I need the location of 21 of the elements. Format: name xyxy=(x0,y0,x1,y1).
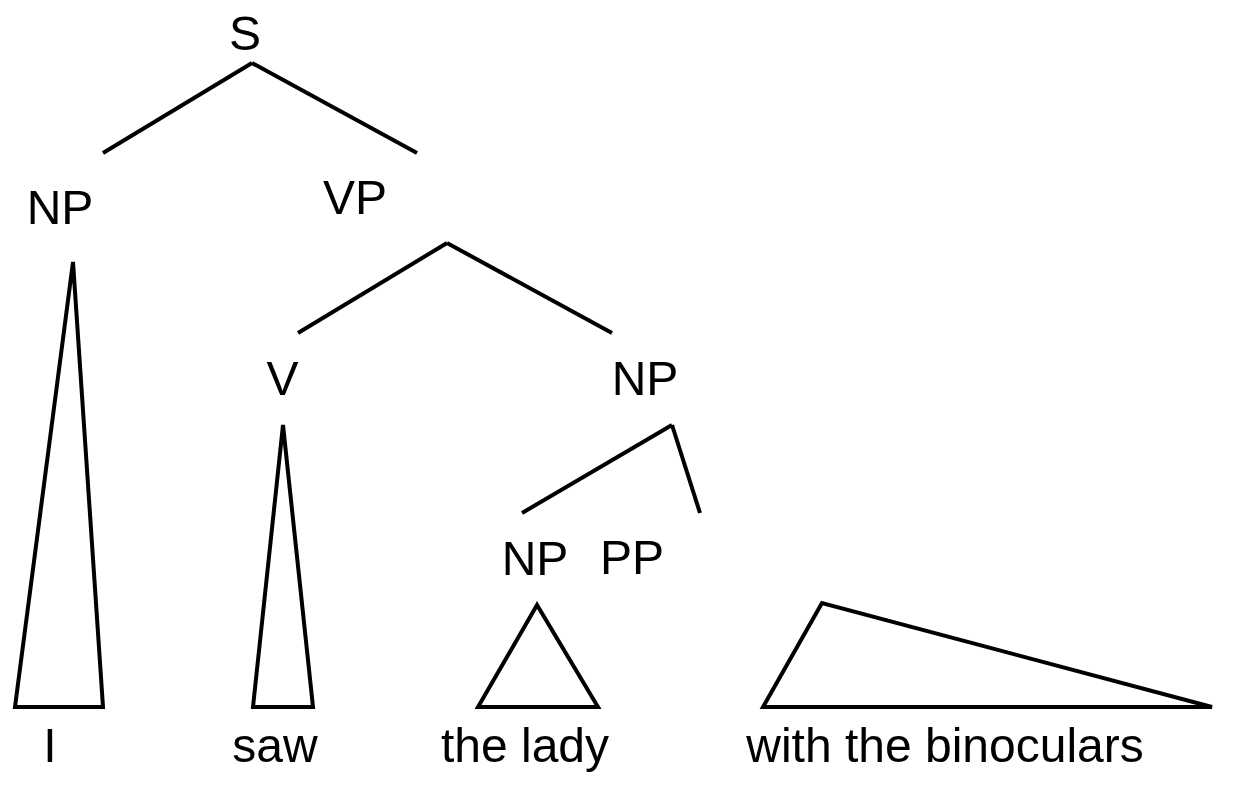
tree-branch xyxy=(251,61,418,155)
triangle-branch xyxy=(12,260,106,709)
tree-branch xyxy=(670,424,702,514)
tree-label: NP xyxy=(26,183,94,232)
tree-label: PP xyxy=(600,534,664,582)
triangle-branch xyxy=(474,601,602,709)
tree-label: NP xyxy=(501,535,569,583)
tree-label: with the binoculars xyxy=(746,722,1144,770)
tree-branch xyxy=(296,241,449,335)
triangle-branch xyxy=(759,600,1214,709)
tree-branch xyxy=(101,61,254,155)
triangle-branch xyxy=(250,423,316,709)
tree-label: I xyxy=(43,722,57,770)
tree-label: NP xyxy=(611,355,679,403)
tree-label: the lady xyxy=(440,722,610,770)
tree-label: S xyxy=(229,10,261,58)
tree-label: V xyxy=(266,355,299,403)
tree-label: saw xyxy=(232,722,318,770)
tree-label: VP xyxy=(323,174,387,222)
tree-branch xyxy=(521,423,673,515)
tree-branch xyxy=(446,241,613,335)
